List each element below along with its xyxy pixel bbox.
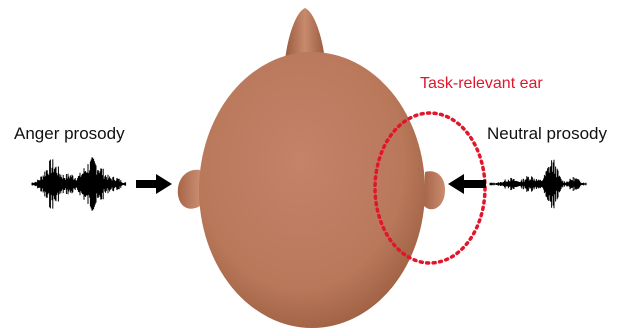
task-relevant-ear-label: Task-relevant ear	[420, 75, 543, 93]
arrow-left-icon	[448, 174, 486, 194]
anger-prosody-label: Anger prosody	[14, 124, 125, 144]
waveform-icon	[490, 160, 586, 209]
waveform-icon	[32, 157, 126, 211]
head-top-view-icon	[178, 8, 445, 328]
arrow-right-icon	[136, 174, 172, 194]
left-ear-shape	[178, 170, 200, 209]
right-ear-shape	[424, 171, 445, 209]
head-shape	[199, 52, 425, 328]
nose-shape	[285, 8, 325, 60]
neutral-prosody-label: Neutral prosody	[487, 124, 607, 144]
